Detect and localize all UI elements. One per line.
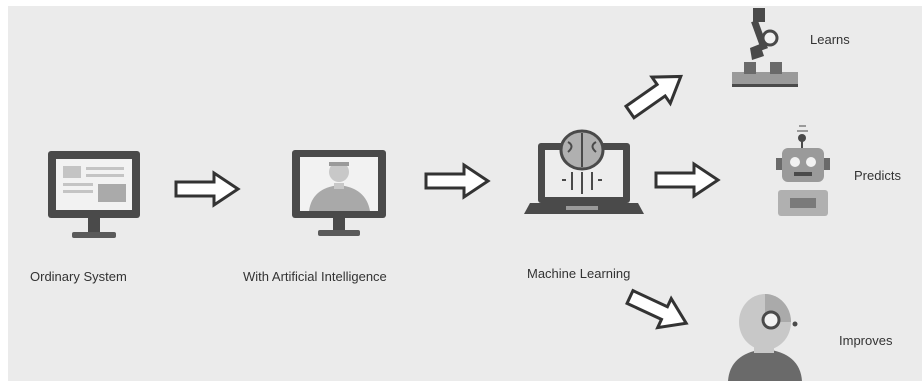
improves-label: Improves (839, 333, 893, 348)
predicts-label: Predicts (854, 168, 901, 183)
arrow-ai-to-ml (424, 163, 490, 199)
machine-learning-label: Machine Learning (527, 266, 631, 281)
machine-learning-laptop-icon (524, 129, 644, 214)
arrow-ordinary-to-ai (174, 171, 240, 207)
learns-label: Learns (810, 32, 850, 47)
arrow-ml-to-predicts (654, 162, 720, 198)
cyborg-icon (728, 294, 802, 381)
robotic-arm-icon (732, 8, 798, 87)
robot-icon (776, 125, 830, 216)
arrow-ml-to-learns (619, 61, 692, 127)
ai-monitor-icon (292, 150, 386, 236)
arrow-ml-to-improves (621, 280, 695, 340)
ordinary-system-label: Ordinary System (30, 269, 127, 284)
artificial-intelligence-label: With Artificial Intelligence (243, 269, 387, 284)
ordinary-system-monitor-icon (48, 151, 140, 238)
